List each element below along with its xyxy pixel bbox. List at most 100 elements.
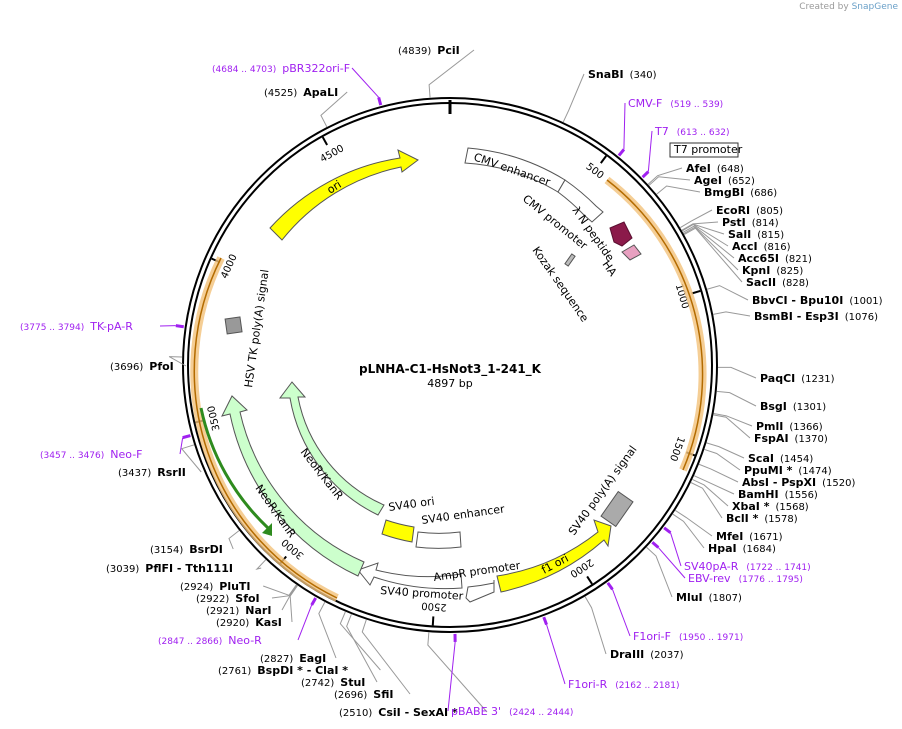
site-leader-bbvci-bpu10i [706,285,749,301]
site-name: XbaI * [732,500,770,513]
site-name: BmgBI [704,186,744,199]
sv40-ori-box [381,519,415,543]
primer-name: EBV-rev [688,572,731,585]
plasmid-name: pLNHA-C1-HsNot3_1-241_K [359,362,542,377]
site-position: (1454) [780,454,813,465]
site-position: (2761) [218,666,251,677]
site-leader-pfoi [168,356,187,367]
site-name: PmlI [756,420,783,433]
site-leader-ppumi [704,448,741,471]
primer-leader-neo-r [297,604,313,641]
neo-dark-arrowhead [262,523,272,536]
site-position: (2510) [339,708,372,719]
site-name: PstI [722,216,746,229]
site-label-rsrii: (3437) RsrII [118,466,186,479]
site-name: ScaI [748,452,774,465]
primer-leader-f1ori-f [612,589,631,637]
site-position: (805) [756,206,783,217]
site-label-scai: ScaI (1454) [748,452,813,465]
primer-range: (1950 .. 1971) [679,633,743,643]
site-leader-apali [320,91,348,128]
site-position: (1366) [789,422,822,433]
site-leader-sacii [683,227,743,283]
site-leader-afei [647,167,683,185]
site-position: (652) [728,176,755,187]
t7-promoter-frame [669,142,739,158]
tick-label-3500: 3500 [206,404,222,431]
primer-leader-sv40pa-r [670,532,682,567]
site-name: AbsI - PspXI [742,476,816,489]
site-leader-acci [681,223,729,247]
sv40-promoter-arrow [357,562,463,590]
site-name: BsrDI [189,543,223,556]
site-label-afei: AfeI(648) [686,162,744,175]
site-position: (1231) [801,374,834,385]
site-name: SfiI [373,688,393,701]
site-label-snabi: SnaBI(340) [588,68,657,81]
site-label-pflfi-tth111i: (3039)PflFI - Tth111I [106,562,233,575]
ha-arrow [621,244,642,261]
site-name: EagI [299,652,326,665]
site-name: AccI [732,240,758,253]
tick-mark-4500 [321,136,328,146]
site-name: BspDI * - ClaI * [257,664,348,677]
site-label-fspai: FspAI(1370) [754,432,828,445]
primer-range: (613 .. 632) [677,128,730,138]
site-position: (686) [750,188,777,199]
site-label-mlui: MluI(1807) [676,591,742,604]
site-name: SfoI [235,592,259,605]
site-position: (2921) [206,606,239,617]
primer-leader-pbr322ori-f [351,67,380,98]
site-name: MluI [676,591,703,604]
site-leader-bsgi [716,390,757,407]
site-label-absi-pspxi: AbsI - PspXI(1520) [742,476,855,489]
site-position: (1568) [775,502,808,513]
label-sv40-promoter: SV40 promoter [380,584,464,603]
label-hsv-tk: HSV TK poly(A) signal [242,269,271,389]
site-name: EcoRI [716,204,750,217]
site-leader-csii-sexai [427,632,488,713]
site-label-nari: (2921) NarI [206,604,271,617]
primer-leader-ebv-rev [657,547,686,579]
primer-mark-neo-f [182,434,191,440]
primer-label-tk-pa-r: (3775 .. 3794)TK-pA-R [20,320,133,333]
site-position: (815) [757,230,784,241]
site-leader-sfii [361,619,411,695]
n-peptide-arrow [609,221,633,247]
site-name: PaqCI [760,372,795,385]
site-name: RsrII [157,466,186,479]
site-label-bsrdi: (3154)BsrDI [150,543,223,556]
primer-mark-tk-pa-r [175,324,184,329]
primer-mark-pbr322ori-f [377,96,383,106]
primer-range: (2162 .. 2181) [615,681,679,691]
primer-mark-sv40pa-r [663,526,672,534]
primer-range: (3457 .. 3476) [40,451,104,461]
tick-label-1500: 1500 [667,435,686,463]
kozak-box [564,253,576,267]
site-name: Acc65I [738,252,779,265]
sv40-polya-box [600,490,634,528]
site-label-psti: PstI(814) [722,216,779,229]
site-label-bcli: BclI *(1578) [726,512,798,525]
primer-name: SV40pA-R [684,560,739,573]
site-label-ppumi: PpuMI *(1474) [744,464,832,477]
site-label-xbai: XbaI * (1568) [732,500,809,513]
site-leader-bsmbi-esp3i [713,311,751,317]
tick-label-4000: 4000 [219,253,239,281]
snapgene-credit: Created by SnapGene [799,2,898,12]
sv40-enhancer-box [415,531,462,549]
site-name: SnaBI [588,68,624,81]
site-name: NarI [245,604,271,617]
site-position: (828) [782,278,809,289]
site-position: (3437) [118,468,151,479]
site-leader-hpai [672,513,705,549]
primer-label-f1ori-f: F1ori-F(1950 .. 1971) [633,630,743,643]
site-name: KasI [255,616,282,629]
ori-arrow [269,149,419,241]
site-name: BbvCI - Bpu10I [752,294,843,307]
backbone-outer [182,97,718,633]
tick-mark-500 [600,155,607,164]
label-kozak: Kozak sequence [530,244,592,324]
tick-label-500: 500 [584,161,606,181]
